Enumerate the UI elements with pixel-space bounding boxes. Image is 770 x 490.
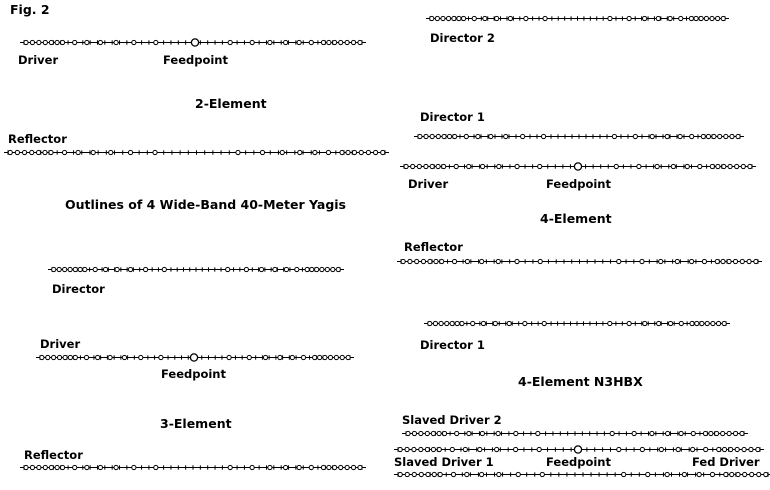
element-label: Slaved Driver 2	[402, 413, 502, 427]
antenna-group-label: 4-Element N3HBX	[518, 374, 643, 389]
antenna-element-wire	[422, 317, 732, 330]
antenna-element-wire	[424, 12, 731, 25]
feedpoint-label: Feedpoint	[163, 53, 228, 67]
element-label: Slaved Driver 1	[394, 455, 494, 469]
antenna-element-wire	[46, 263, 346, 276]
figure-title: Outlines of 4 Wide-Band 40-Meter Yagis	[65, 197, 346, 212]
figure-tag: Fig. 2	[10, 2, 50, 17]
antenna-element-wire	[18, 461, 368, 474]
feedpoint-marker	[190, 38, 200, 47]
feedpoint-marker	[573, 162, 583, 171]
antenna-element-wire	[34, 351, 356, 364]
feedpoint-label: Feedpoint	[161, 367, 226, 381]
antenna-element-wire	[400, 427, 750, 440]
element-label: Director	[52, 282, 105, 296]
antenna-group-label: 3-Element	[160, 416, 232, 431]
antenna-element-wire	[412, 130, 746, 143]
element-label: Director 1	[420, 110, 485, 124]
element-label: Driver	[408, 177, 449, 191]
antenna-group-label: 2-Element	[195, 96, 267, 111]
element-label: Driver	[18, 53, 59, 67]
element-label: Reflector	[8, 132, 67, 146]
antenna-element-wire	[398, 160, 758, 173]
element-label: Reflector	[24, 448, 83, 462]
element-label: Director 2	[430, 31, 495, 45]
feedpoint-label: Feedpoint	[546, 455, 611, 469]
antenna-group-label: 4-Element	[540, 211, 612, 226]
element-label: Driver	[40, 337, 81, 351]
element-label: Reflector	[404, 240, 463, 254]
element-label: Fed Driver	[692, 455, 760, 469]
antenna-element-wire	[392, 468, 770, 481]
antenna-element-wire	[395, 255, 764, 268]
feedpoint-marker	[189, 353, 199, 362]
feedpoint-label: Feedpoint	[546, 177, 611, 191]
element-label: Director 1	[420, 338, 485, 352]
feedpoint-marker	[573, 445, 583, 454]
antenna-element-wire	[2, 146, 391, 159]
antenna-element-wire	[18, 36, 368, 49]
antenna-element-wire	[392, 443, 766, 456]
